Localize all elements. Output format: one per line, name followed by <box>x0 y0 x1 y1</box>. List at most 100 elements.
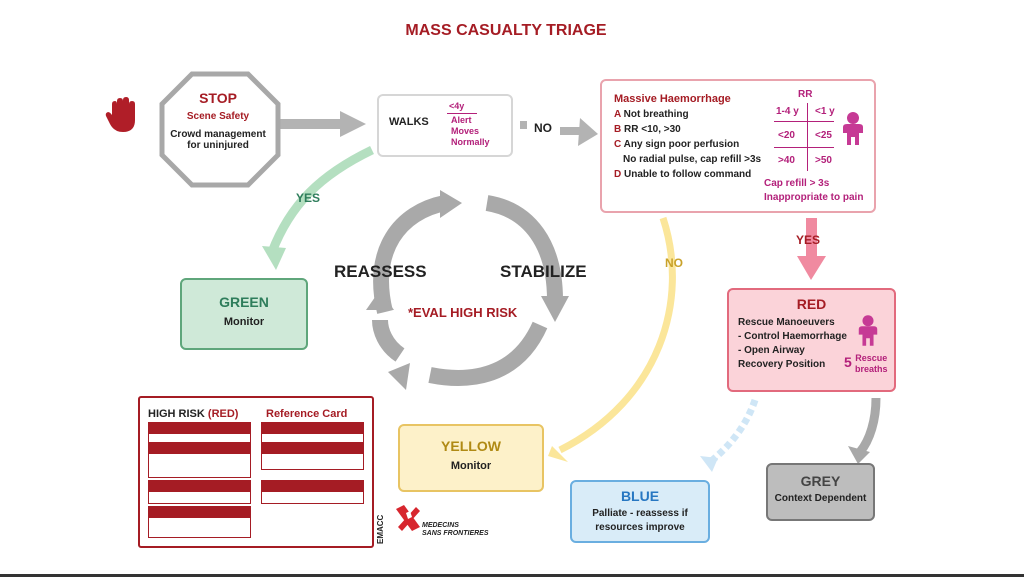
stabilize-label: STABILIZE <box>500 262 587 281</box>
walks-box: WALKS <4y Alert Moves Normally <box>377 94 513 157</box>
yellow-text: Monitor <box>450 460 492 472</box>
criterion-letter: C <box>614 139 622 150</box>
card-row[interactable] <box>148 442 251 478</box>
rr-divider-v <box>807 103 808 171</box>
rescue-breaths: Rescue breaths <box>855 353 888 375</box>
blue-line: Palliate - reassess if <box>592 508 688 519</box>
bottom-border <box>0 574 1024 577</box>
arrow-to-yellow <box>558 216 676 454</box>
arrow-red-to-grey <box>856 397 881 455</box>
yes-label-left: YES <box>296 191 321 205</box>
page-title: MASS CASUALTY TRIAGE <box>405 22 607 39</box>
red-line: Rescue Manoeuvers <box>738 317 835 328</box>
green-box: GREEN Monitor <box>180 278 308 350</box>
stop-octagon <box>159 71 281 188</box>
walks-age: <4y <box>449 101 465 111</box>
rr-high-under-1y: >50 <box>815 155 832 166</box>
msf-logo-icon <box>396 505 420 531</box>
red-line: Recovery Position <box>738 359 826 370</box>
reference-card: HIGH RISK (RED) Reference Card <box>138 396 374 548</box>
yes-label-right: YES <box>796 233 821 247</box>
walks-divider <box>447 113 477 114</box>
arrow-red-to-blue <box>707 398 759 465</box>
grey-text: Context Dependent <box>774 493 867 504</box>
massive-haemorrhage: Massive Haemorrhage <box>614 93 731 105</box>
rr-high-1-4y: >40 <box>778 155 795 166</box>
emacc-logo: EMACC <box>376 500 386 544</box>
card-row[interactable] <box>148 480 251 504</box>
eval-high-risk: *EVAL HIGH RISK <box>408 305 518 320</box>
walks-criterion: Moves <box>451 126 480 136</box>
walks-criterion: Normally <box>451 137 490 147</box>
breaths-label: Rescue <box>855 353 888 363</box>
assessment-box: Massive Haemorrhage A Not breathing B RR… <box>600 79 876 213</box>
breaths-count: 5 <box>844 354 852 370</box>
rr-col-under-1y: <1 y <box>815 106 835 117</box>
high-risk-label: HIGH RISK <box>148 408 205 420</box>
walks-criterion: Alert <box>451 115 472 125</box>
reassess-label: REASSESS <box>334 262 427 281</box>
arrow-walks-to-assessment <box>520 118 598 146</box>
cycle-arrows <box>372 195 563 386</box>
criterion-c-sub: No radial pulse, cap refill >3s <box>623 154 762 165</box>
yellow-box: YELLOW Monitor <box>398 424 544 492</box>
stop-hand-icon <box>105 97 135 132</box>
for-uninjured: for uninjured <box>187 140 249 151</box>
no-label-middle: NO <box>665 256 683 270</box>
msf-logo-text: MEDECINS SANS FRONTIERES <box>422 522 489 538</box>
red-instructions: Rescue Manoeuvers - Control Haemorrhage … <box>738 316 847 372</box>
card-row[interactable] <box>261 480 364 504</box>
msf-line: MEDECINS <box>422 522 459 529</box>
grey-box: GREY Context Dependent <box>766 463 875 521</box>
criterion-a: A Not breathing <box>614 109 689 120</box>
criterion-letter: B <box>614 124 622 135</box>
blue-text: Palliate - reassess if resources improve <box>572 507 708 535</box>
msf-line: SANS FRONTIERES <box>422 530 489 537</box>
criterion-c: C Any sign poor perfusion <box>614 139 739 150</box>
yellow-heading: YELLOW <box>441 438 501 454</box>
walks-criteria: Alert Moves Normally <box>451 115 490 148</box>
green-heading: GREEN <box>219 294 269 310</box>
red-line: - Open Airway <box>738 345 805 356</box>
card-row[interactable] <box>148 506 251 538</box>
child-icon <box>843 112 863 145</box>
crowd-management: Crowd management <box>170 129 266 140</box>
grey-heading: GREY <box>800 473 841 489</box>
criterion-text: RR <10, >30 <box>624 124 681 135</box>
emacc-text: EMACC <box>376 514 385 544</box>
criterion-text: Any sign poor perfusion <box>623 139 740 150</box>
breaths-label: breaths <box>855 364 888 374</box>
criterion-b: B RR <10, >30 <box>614 124 681 135</box>
green-text: Monitor <box>223 316 265 328</box>
arrow-stop-to-walks <box>278 111 366 137</box>
rr-low-under-1y: <25 <box>815 130 832 141</box>
blue-heading: BLUE <box>620 488 660 504</box>
rr-divider-h2 <box>774 147 834 148</box>
scene-safety: Scene Safety <box>186 111 250 122</box>
child-icon <box>858 315 878 346</box>
blue-box: BLUE Palliate - reassess if resources im… <box>570 480 710 543</box>
criterion-letter: D <box>614 169 622 180</box>
red-heading: RED <box>796 296 827 312</box>
reference-card-heading: Reference Card <box>266 408 348 420</box>
blue-line: resources improve <box>595 522 685 533</box>
walks-label: WALKS <box>389 116 429 128</box>
criterion-letter: A <box>614 109 621 120</box>
rr-col-1-4y: 1-4 y <box>776 106 799 117</box>
card-row[interactable] <box>261 442 364 470</box>
criterion-d: D Unable to follow command <box>614 169 751 180</box>
no-label-top: NO <box>534 121 552 135</box>
cap-refill: Cap refill > 3s <box>764 178 830 189</box>
rr-low-1-4y: <20 <box>778 130 795 141</box>
rr-title: RR <box>798 89 813 100</box>
high-risk-heading: HIGH RISK (RED) <box>148 408 238 420</box>
criterion-text: Unable to follow command <box>624 169 752 180</box>
red-line: - Control Haemorrhage <box>738 331 847 342</box>
stop-sign: STOP Scene Safety Crowd management for u… <box>158 90 278 151</box>
stop-heading: STOP <box>199 90 237 106</box>
criterion-text: Not breathing <box>623 109 689 120</box>
red-box: RED Rescue Manoeuvers - Control Haemorrh… <box>727 288 896 392</box>
inappropriate-pain: Inappropriate to pain <box>764 192 864 203</box>
arrow-walks-to-green <box>267 145 374 254</box>
